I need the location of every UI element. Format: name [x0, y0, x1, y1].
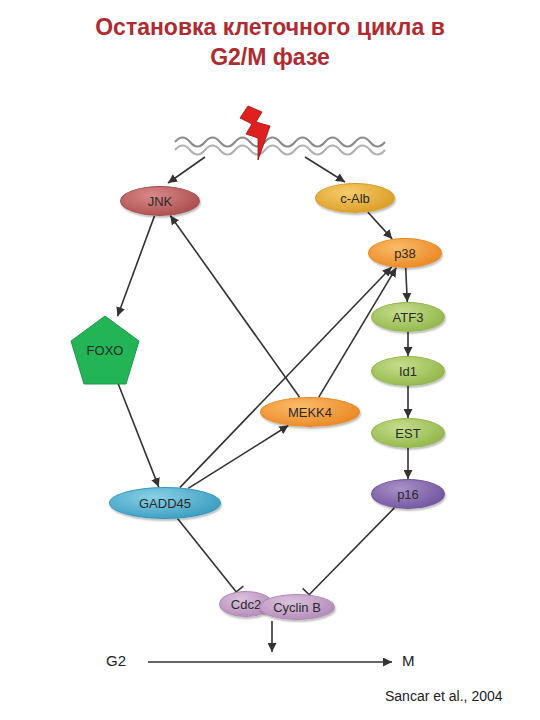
arrow-connector: [118, 384, 159, 488]
node-label: c-Alb: [340, 191, 370, 206]
node-label: FOXO: [87, 343, 124, 358]
node-label: GADD45: [139, 496, 191, 511]
damage-arrow: [305, 157, 345, 182]
ellipse-node: EST: [371, 418, 445, 448]
ellipse-node: MEKK4: [260, 397, 360, 427]
dna-strand: [175, 138, 385, 147]
phase-label: M: [402, 652, 415, 669]
slide-title: Остановка клеточного цикла в G2/M фазе: [65, 12, 475, 72]
ellipse-node: Cyclin B: [259, 594, 335, 620]
citation: Sancar et al., 2004: [385, 688, 503, 704]
arrow-connector: [368, 212, 392, 239]
arrow-connector: [118, 216, 155, 316]
ellipse-node: JNK: [120, 186, 200, 216]
node-label: ATF3: [393, 310, 424, 325]
transition-arrow: [271, 621, 273, 652]
node-label: EST: [395, 426, 420, 441]
dna-strand: [175, 146, 385, 155]
pentagon-node: FOXO: [69, 314, 141, 386]
node-label: p16: [397, 487, 419, 502]
ellipse-node: ATF3: [371, 302, 445, 332]
node-label: Cyclin B: [273, 600, 321, 615]
damage-bolt: [240, 106, 270, 160]
ellipse-node: p38: [368, 238, 442, 268]
ellipse-node: c-Alb: [315, 183, 395, 213]
ellipse-node: p16: [371, 479, 445, 509]
arrow-connector: [406, 268, 408, 302]
inhibition-connector: [303, 508, 395, 601]
arrow-connector: [407, 332, 409, 356]
phase-label: G2: [106, 652, 126, 669]
inhibition-connector: [178, 519, 244, 598]
damage-arrow: [168, 157, 205, 183]
arrow-connector: [170, 216, 299, 398]
phase-axis: [148, 661, 392, 663]
arrow-connector: [407, 386, 409, 418]
node-label: Cdc2: [231, 597, 261, 612]
arrow-connector: [188, 426, 288, 489]
node-label: MEKK4: [288, 405, 332, 420]
pentagon-shape: [71, 316, 139, 384]
arrow-connector: [407, 448, 409, 479]
ellipse-node: GADD45: [109, 487, 221, 519]
node-label: Id1: [399, 364, 417, 379]
node-label: p38: [394, 246, 416, 261]
ellipse-node: Id1: [371, 356, 445, 386]
node-label: JNK: [148, 194, 173, 209]
